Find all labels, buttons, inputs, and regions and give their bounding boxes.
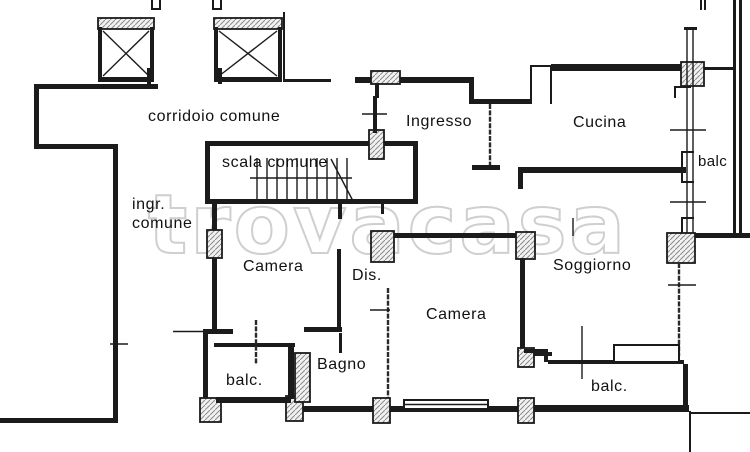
label-bathroom: Bagno	[317, 356, 366, 373]
label-balcony-bottom-right: balc.	[591, 378, 628, 395]
bottom-left-balcony	[214, 320, 295, 403]
label-common-stairs: scala comune	[222, 154, 328, 171]
label-balcony-right: balc	[698, 153, 727, 170]
label-balcony-bottom-left: balc.	[226, 372, 263, 389]
label-living-room: Soggiorno	[553, 257, 631, 274]
label-entrance-hall: Ingresso	[406, 113, 472, 130]
label-common-entrance-line1: ingr.	[132, 196, 165, 213]
labels-layer: corridoio comune scala comune ingr. comu…	[132, 108, 727, 395]
elevator-shaft-left	[97, 0, 161, 84]
label-common-entrance-line2: comune	[132, 215, 193, 232]
stairwell	[205, 129, 418, 219]
right-balcony	[670, 0, 742, 235]
stair-treads	[250, 158, 354, 202]
label-hallway: Dis.	[352, 267, 382, 284]
label-bedroom-center: Camera	[426, 306, 487, 323]
label-kitchen: Cucina	[573, 114, 626, 131]
elevator-shaft-right	[212, 0, 283, 84]
bottom-right-balcony	[533, 326, 750, 452]
label-bedroom-left: Camera	[243, 258, 304, 275]
label-common-corridor: corridoio comune	[148, 108, 280, 125]
